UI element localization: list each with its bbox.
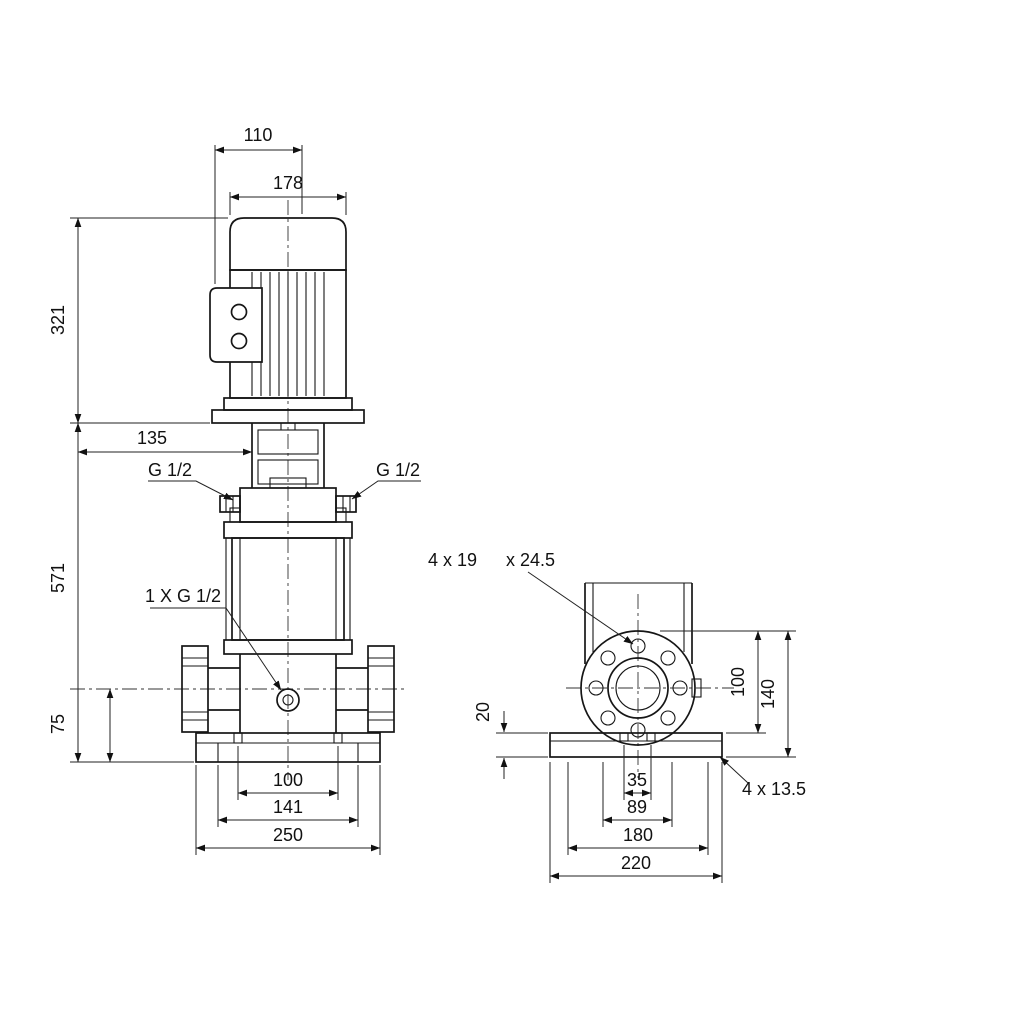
flange-holes-label: 4 x 19 bbox=[428, 550, 477, 570]
bolt-hole bbox=[630, 638, 646, 654]
base-bolt-slot bbox=[646, 732, 656, 742]
suction-flange bbox=[181, 645, 209, 733]
base-side bbox=[549, 732, 723, 758]
stack-bottom-plate bbox=[223, 639, 353, 655]
chamber-stack bbox=[223, 537, 353, 655]
front-view-dimensions: 110 178 321 571 75 135 G 1/2 G 1/2 1 X G… bbox=[48, 125, 421, 855]
tie-rod-nut bbox=[229, 507, 241, 523]
flange-counterbore-label: x 24.5 bbox=[506, 550, 555, 570]
tie-rod-nut bbox=[335, 507, 347, 523]
bolt-hole bbox=[660, 710, 676, 726]
dim-321: 321 bbox=[48, 305, 68, 335]
dim-100-front: 100 bbox=[273, 770, 303, 790]
pump-column-side bbox=[584, 582, 693, 664]
dim-141: 141 bbox=[273, 797, 303, 817]
dim-35: 35 bbox=[627, 770, 647, 790]
dim-250: 250 bbox=[273, 825, 303, 845]
cable-entry-hole bbox=[230, 303, 248, 321]
bolt-hole bbox=[630, 722, 646, 738]
dim-100-side: 100 bbox=[728, 667, 748, 697]
base-bolt-slot bbox=[333, 732, 343, 744]
flange-tab bbox=[691, 678, 702, 698]
dim-135: 135 bbox=[137, 428, 167, 448]
drain-label: 1 X G 1/2 bbox=[145, 586, 221, 606]
bolt-hole bbox=[660, 650, 676, 666]
pump-body bbox=[181, 645, 395, 733]
front-view bbox=[181, 217, 395, 763]
port-label-left: G 1/2 bbox=[148, 460, 192, 480]
bolt-hole bbox=[672, 680, 688, 696]
terminal-box bbox=[209, 287, 263, 363]
base-bolt-slot bbox=[619, 732, 629, 742]
dim-140: 140 bbox=[758, 679, 778, 709]
dim-110: 110 bbox=[244, 125, 273, 145]
dim-89: 89 bbox=[627, 797, 647, 817]
bolt-hole bbox=[588, 680, 604, 696]
motor bbox=[209, 217, 353, 411]
bolt-hole bbox=[600, 650, 616, 666]
base-bolt-slot bbox=[233, 732, 243, 744]
stool-flange bbox=[211, 409, 365, 424]
port-label-right: G 1/2 bbox=[376, 460, 420, 480]
dim-220: 220 bbox=[621, 853, 651, 873]
dim-180: 180 bbox=[623, 825, 653, 845]
coupling-section bbox=[211, 409, 365, 488]
side-view-dimensions: 4 x 19 x 24.5 20 100 140 35 89 180 220 bbox=[428, 550, 806, 883]
side-view bbox=[549, 582, 723, 758]
centerlines bbox=[70, 200, 734, 780]
dim-20: 20 bbox=[473, 702, 493, 722]
dim-178: 178 bbox=[273, 173, 303, 193]
dim-571: 571 bbox=[48, 563, 68, 593]
drain-plug bbox=[276, 688, 300, 712]
dim-75: 75 bbox=[48, 714, 68, 734]
cable-entry-hole bbox=[230, 332, 248, 350]
base-front bbox=[195, 732, 381, 763]
base-holes-label: 4 x 13.5 bbox=[742, 779, 806, 799]
discharge-flange bbox=[367, 645, 395, 733]
flange-face bbox=[580, 630, 702, 746]
bolt-hole bbox=[600, 710, 616, 726]
